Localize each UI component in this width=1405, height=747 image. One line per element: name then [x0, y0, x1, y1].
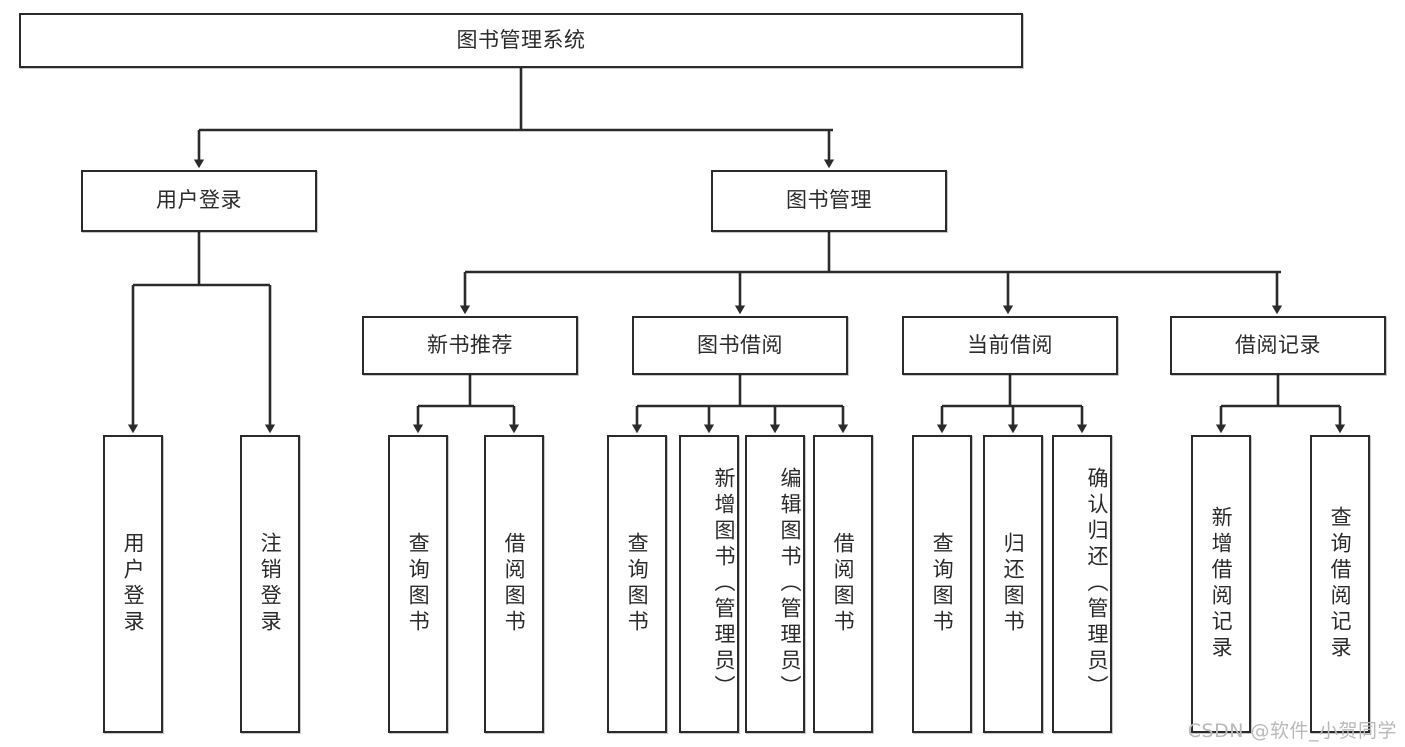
node-leaf-return-book[interactable]: 归还图书: [983, 435, 1043, 733]
node-leaf-query-book-3[interactable]: 查询图书: [912, 435, 972, 733]
node-leaf-borrow-book-1[interactable]: 借阅图书: [484, 435, 544, 733]
node-leaf-borrow-book-2[interactable]: 借阅图书: [813, 435, 873, 733]
node-borrow-record[interactable]: 借阅记录: [1170, 316, 1386, 375]
node-leaf-add-book[interactable]: 新增图书（管理员）: [679, 435, 739, 733]
node-user-login[interactable]: 用户登录: [81, 170, 317, 232]
node-leaf-confirm-return[interactable]: 确认归还（管理员）: [1052, 435, 1112, 733]
node-current-borrow[interactable]: 当前借阅: [902, 316, 1118, 375]
node-new-book-recommend[interactable]: 新书推荐: [362, 316, 578, 375]
node-leaf-query-book-2[interactable]: 查询图书: [607, 435, 667, 733]
node-leaf-logout[interactable]: 注销登录: [240, 435, 300, 733]
node-book-borrow[interactable]: 图书借阅: [632, 316, 848, 375]
node-leaf-query-book-1[interactable]: 查询图书: [388, 435, 448, 733]
node-leaf-edit-book[interactable]: 编辑图书（管理员）: [745, 435, 805, 733]
node-book-manage[interactable]: 图书管理: [711, 170, 947, 232]
node-leaf-add-record[interactable]: 新增借阅记录: [1191, 435, 1251, 733]
node-root[interactable]: 图书管理系统: [19, 13, 1023, 68]
watermark-text: CSDN @软件_小贺同学: [1187, 720, 1397, 742]
node-leaf-query-record[interactable]: 查询借阅记录: [1310, 435, 1370, 733]
node-leaf-user-login[interactable]: 用户登录: [103, 435, 163, 733]
